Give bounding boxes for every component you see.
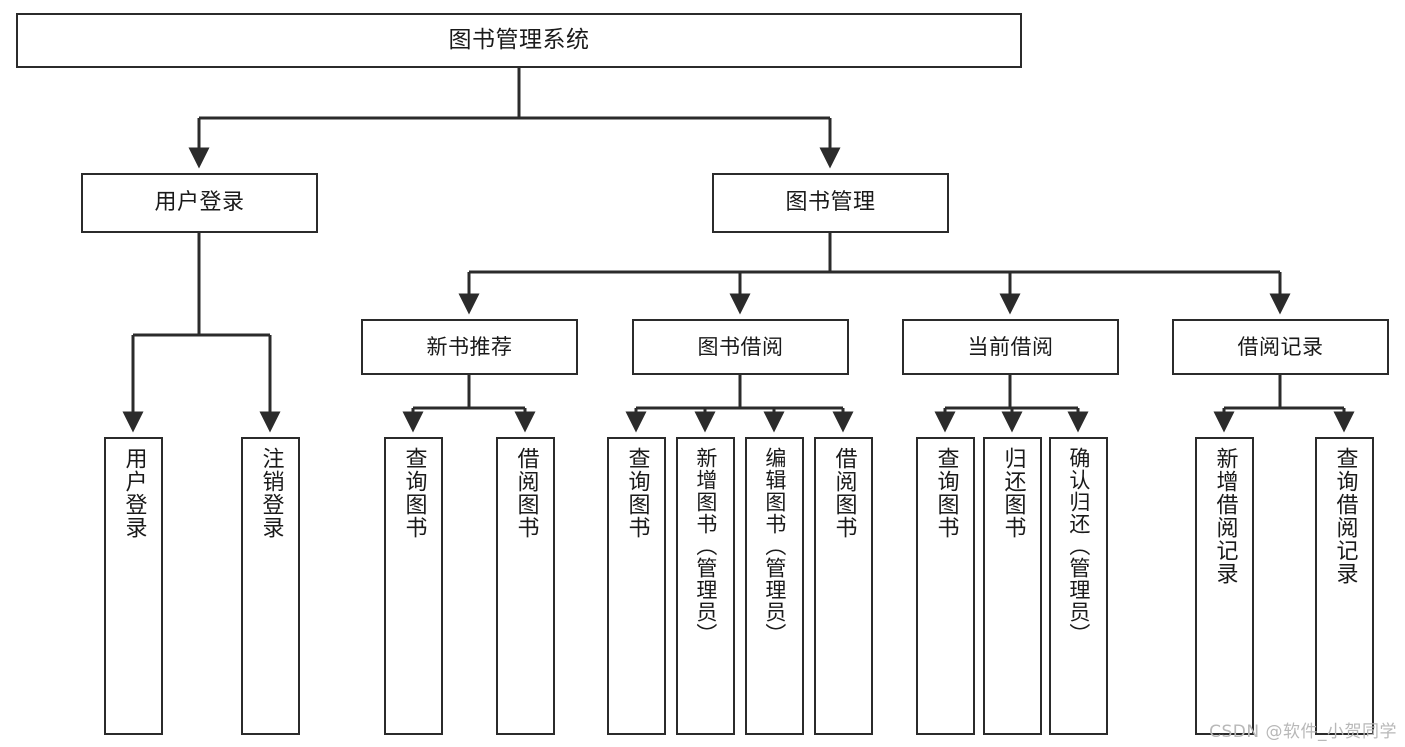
leaf-logout-login[interactable]: 注销登录	[241, 437, 300, 735]
leaf-user-login[interactable]: 用户登录	[104, 437, 163, 735]
node-root-label: 图书管理系统	[448, 27, 590, 54]
node-current-borrow[interactable]: 当前借阅	[902, 319, 1119, 375]
leaf-query-record[interactable]: 查询借阅记录	[1315, 437, 1374, 735]
node-user-login[interactable]: 用户登录	[81, 173, 318, 233]
node-book-borrow[interactable]: 图书借阅	[632, 319, 849, 375]
leaf-edit-book[interactable]: 编辑图书（管理员）	[745, 437, 804, 735]
leaf-return-book[interactable]: 归还图书	[983, 437, 1042, 735]
leaf-borrow-book-2[interactable]: 借阅图书	[814, 437, 873, 735]
leaf-confirm-return-label: 确认归还（管理员）	[1066, 447, 1091, 645]
node-book-management[interactable]: 图书管理	[712, 173, 949, 233]
leaf-query-book-1[interactable]: 查询图书	[384, 437, 443, 735]
leaf-user-login-label: 用户登录	[121, 447, 147, 539]
leaf-query-book-2[interactable]: 查询图书	[607, 437, 666, 735]
leaf-return-book-label: 归还图书	[1000, 447, 1026, 539]
leaf-query-book-3[interactable]: 查询图书	[916, 437, 975, 735]
node-new-book-recommend[interactable]: 新书推荐	[361, 319, 578, 375]
leaf-borrow-book-1-label: 借阅图书	[513, 447, 539, 539]
leaf-query-book-2-label: 查询图书	[624, 447, 650, 539]
leaf-query-record-label: 查询借阅记录	[1332, 447, 1358, 585]
leaf-edit-book-label: 编辑图书（管理员）	[762, 447, 787, 645]
leaf-add-book-label: 新增图书（管理员）	[693, 447, 718, 645]
leaf-add-record-label: 新增借阅记录	[1212, 447, 1238, 585]
leaf-logout-login-label: 注销登录	[258, 447, 284, 539]
leaf-confirm-return[interactable]: 确认归还（管理员）	[1049, 437, 1108, 735]
leaf-borrow-book-1[interactable]: 借阅图书	[496, 437, 555, 735]
leaf-query-book-1-label: 查询图书	[401, 447, 427, 539]
node-root-system[interactable]: 图书管理系统	[16, 13, 1022, 68]
leaf-add-book[interactable]: 新增图书（管理员）	[676, 437, 735, 735]
node-book-borrow-label: 图书借阅	[697, 334, 784, 359]
csdn-watermark: CSDN @软件_小贺同学	[1209, 722, 1397, 742]
node-current-borrow-label: 当前借阅	[967, 334, 1054, 359]
node-book-management-label: 图书管理	[785, 190, 876, 216]
leaf-borrow-book-2-label: 借阅图书	[831, 447, 857, 539]
node-borrow-record-label: 借阅记录	[1237, 334, 1324, 359]
leaf-add-record[interactable]: 新增借阅记录	[1195, 437, 1254, 735]
leaf-query-book-3-label: 查询图书	[933, 447, 959, 539]
node-new-book-recommend-label: 新书推荐	[426, 334, 513, 359]
node-user-login-label: 用户登录	[154, 190, 245, 216]
node-borrow-record[interactable]: 借阅记录	[1172, 319, 1389, 375]
